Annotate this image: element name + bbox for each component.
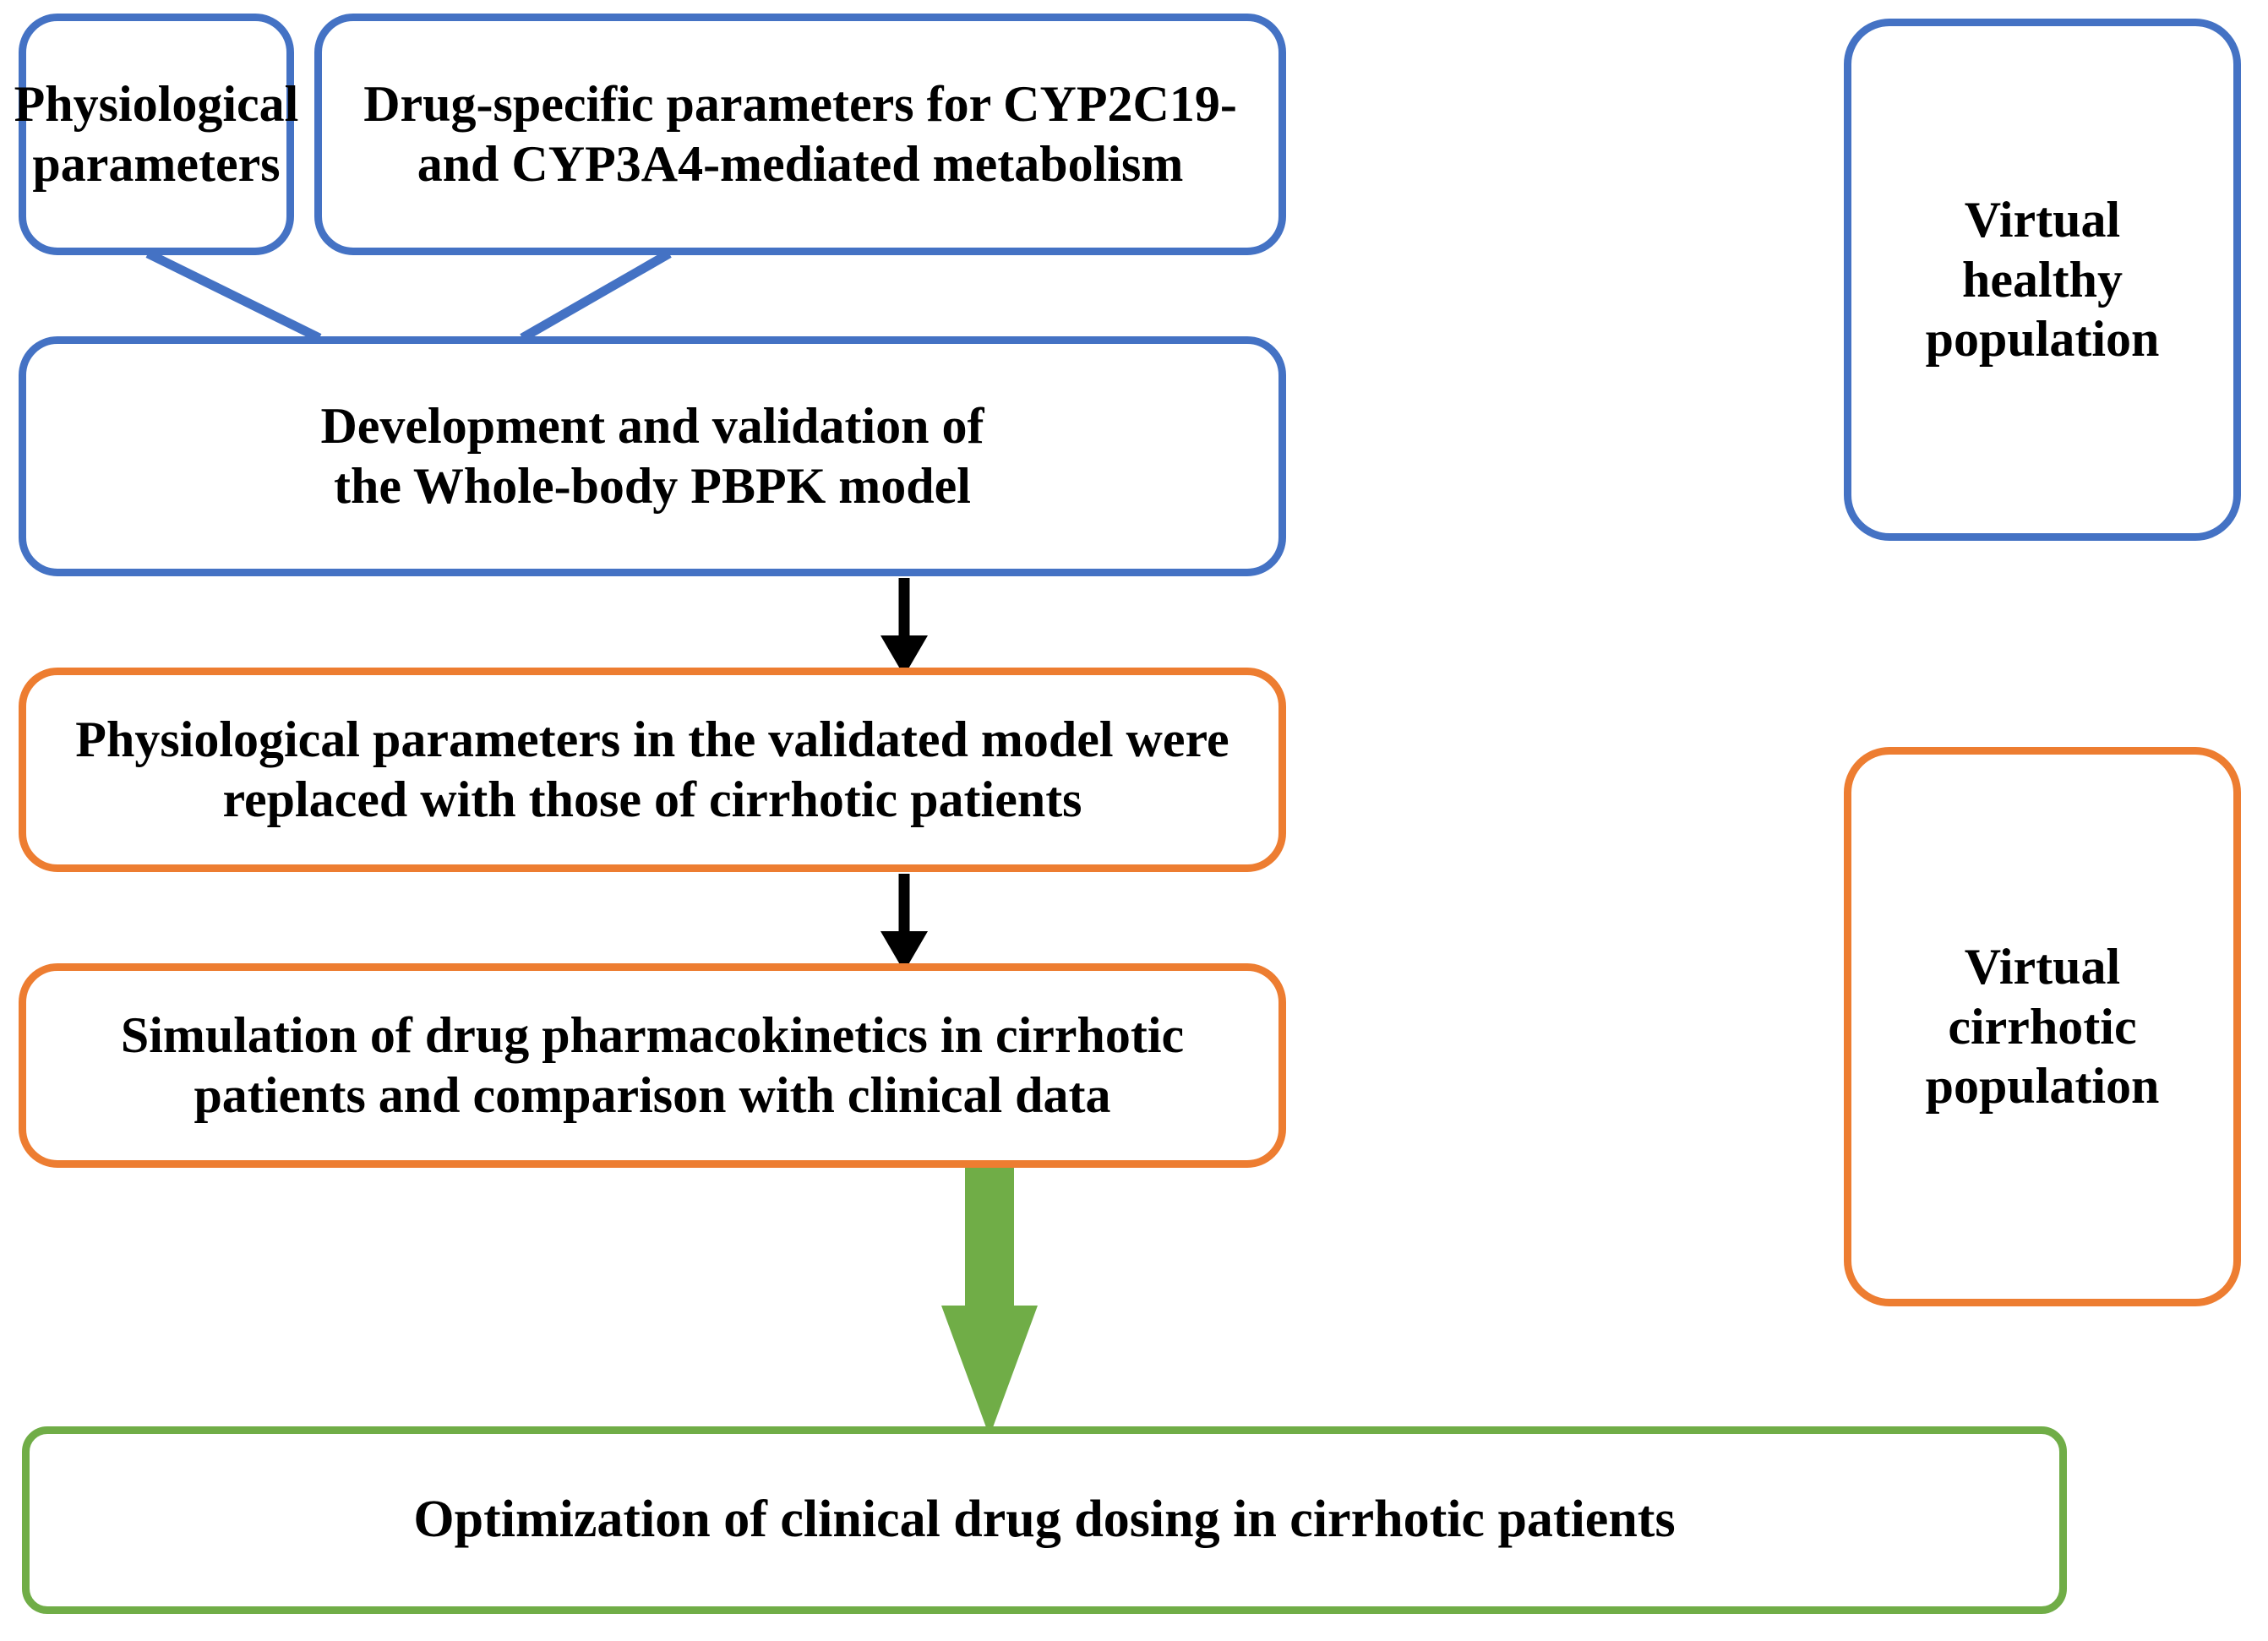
- node-virtual-cirrhotic-population-label: Virtual cirrhotic population: [1925, 938, 2160, 1115]
- connector-drug-params-to-model: [520, 249, 672, 342]
- node-parameter-replacement[interactable]: Physiological parameters in the validate…: [19, 668, 1286, 872]
- arrow-replacement-to-simulation: [880, 874, 928, 972]
- node-drug-specific-parameters-label: Drug-specific parameters for CYP2C19- an…: [363, 76, 1237, 192]
- connector-physiological-to-model: [145, 249, 322, 342]
- node-simulation[interactable]: Simulation of drug pharmacokinetics in c…: [19, 963, 1286, 1168]
- node-optimization-label: Optimization of clinical drug dosing in …: [413, 1491, 1676, 1549]
- node-simulation-label: Simulation of drug pharmacokinetics in c…: [120, 1007, 1185, 1123]
- node-physiological-parameters[interactable]: Physiological parameters: [14, 14, 298, 255]
- node-virtual-healthy-population-label: Virtual healthy population: [1925, 191, 2160, 368]
- node-optimization[interactable]: Optimization of clinical drug dosing in …: [22, 1426, 2067, 1614]
- node-drug-specific-parameters[interactable]: Drug-specific parameters for CYP2C19- an…: [314, 14, 1286, 255]
- node-parameter-replacement-label: Physiological parameters in the validate…: [75, 711, 1229, 827]
- node-model-development[interactable]: Development and validation of the Whole-…: [19, 336, 1286, 576]
- node-physiological-parameters-label: Physiological parameters: [14, 76, 299, 192]
- arrow-model-to-replacement: [880, 578, 928, 676]
- node-virtual-healthy-population[interactable]: Virtual healthy population: [1844, 19, 2241, 541]
- node-model-development-label: Development and validation of the Whole-…: [320, 398, 984, 514]
- node-virtual-cirrhotic-population[interactable]: Virtual cirrhotic population: [1844, 747, 2241, 1306]
- arrow-simulation-to-optimization: [941, 1168, 1038, 1437]
